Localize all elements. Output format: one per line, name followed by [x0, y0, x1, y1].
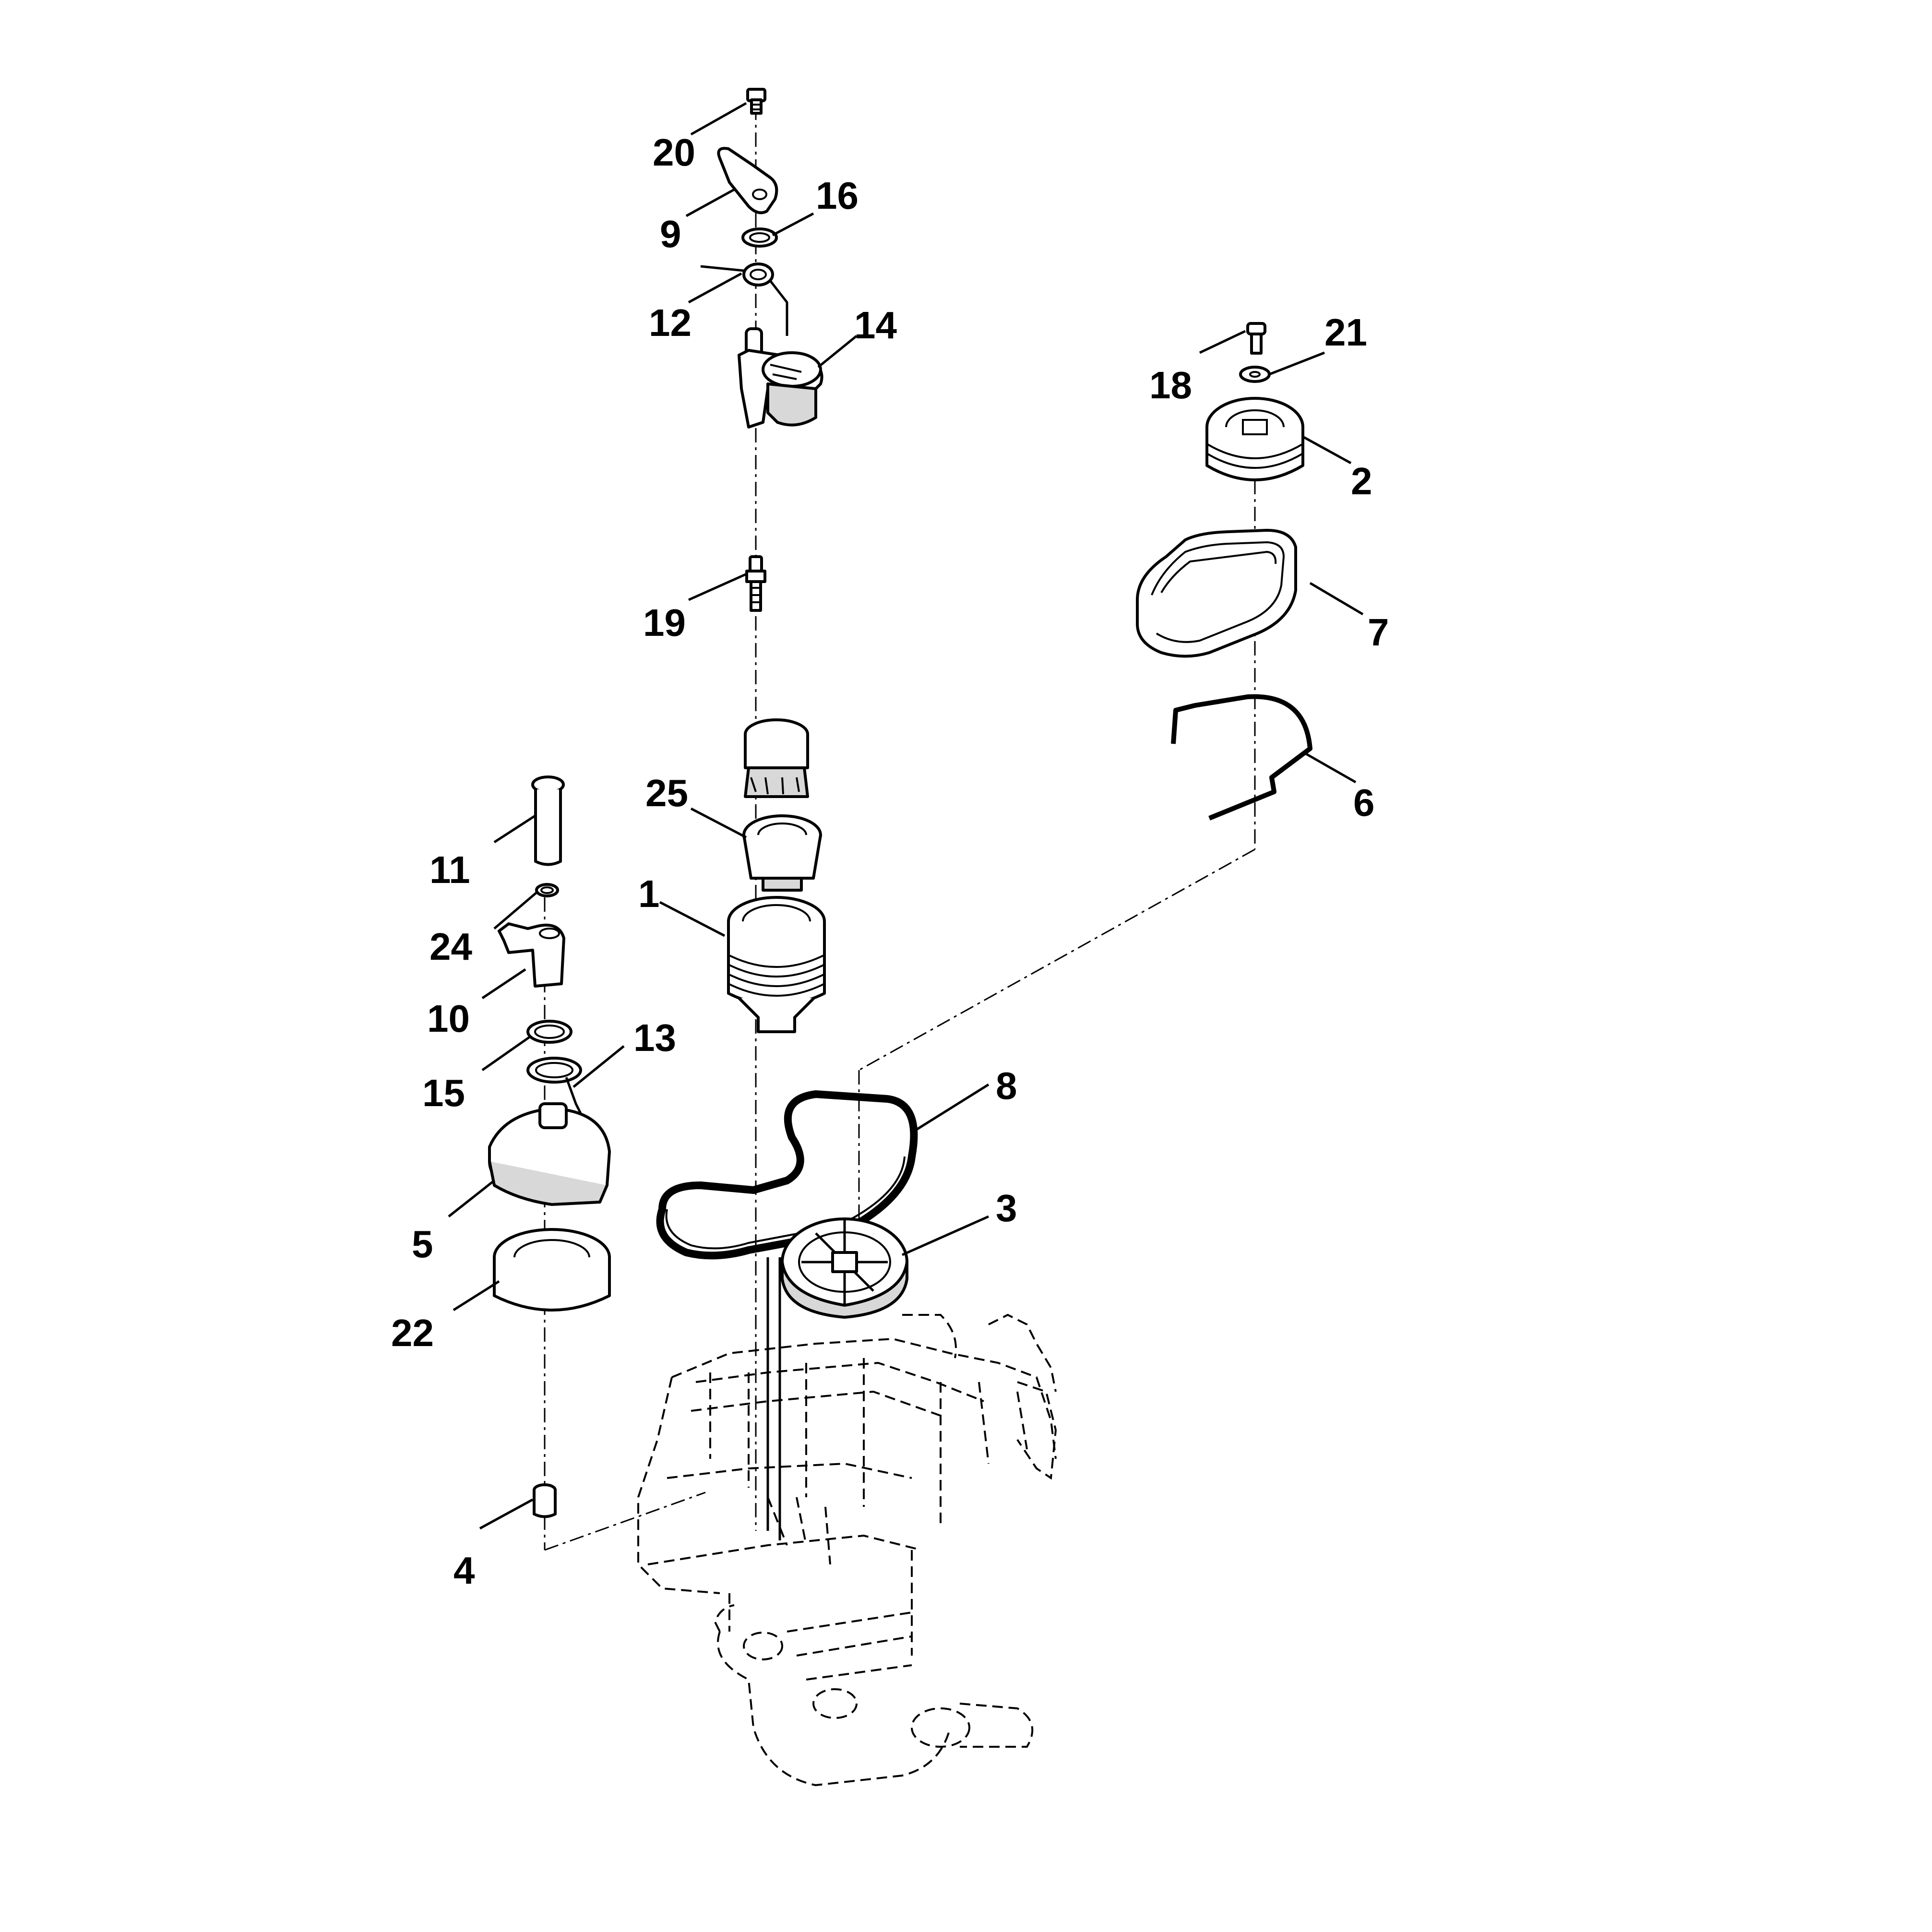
part-3-large-pulley — [781, 1217, 908, 1319]
part-labels: 20 9 16 12 14 19 25 1 18 21 2 7 6 11 24 … — [391, 131, 1389, 1592]
part-16-ring — [741, 227, 778, 248]
part-hub-upper — [744, 718, 809, 798]
label-part-6: 6 — [1353, 781, 1375, 824]
part-9-bracket — [717, 147, 778, 215]
label-part-21: 21 — [1324, 311, 1367, 354]
part-5-cover — [488, 1102, 611, 1206]
label-part-20: 20 — [653, 131, 695, 174]
label-part-5: 5 — [412, 1223, 433, 1265]
part-18-screw — [1246, 322, 1266, 355]
label-part-2: 2 — [1351, 460, 1372, 502]
label-part-12: 12 — [649, 301, 692, 344]
part-20-bolt — [746, 88, 766, 115]
part-11-pin — [531, 775, 565, 866]
part-1-pulley — [727, 896, 826, 1033]
leader-lines — [448, 102, 1364, 1530]
label-part-8: 8 — [996, 1064, 1017, 1107]
label-part-9: 9 — [660, 213, 681, 255]
label-part-15: 15 — [422, 1072, 465, 1114]
label-part-10: 10 — [427, 997, 470, 1040]
label-part-24: 24 — [429, 925, 472, 968]
label-part-4: 4 — [453, 1549, 475, 1592]
label-part-11: 11 — [429, 848, 470, 891]
part-25-coupling — [742, 814, 822, 892]
label-part-22: 22 — [391, 1312, 434, 1354]
label-part-13: 13 — [633, 1016, 676, 1059]
part-19-stud — [745, 555, 766, 612]
part-12-spring — [700, 262, 788, 336]
label-part-1: 1 — [638, 872, 660, 915]
part-21-washer — [1239, 366, 1271, 383]
transmission-housing — [637, 1257, 1057, 1787]
part-8-drive-belt — [656, 1090, 918, 1260]
part-22-seal — [493, 1228, 611, 1312]
label-part-14: 14 — [854, 304, 897, 346]
part-7-v-belt — [1136, 529, 1297, 658]
label-part-18: 18 — [1149, 364, 1192, 406]
label-part-25: 25 — [645, 772, 688, 814]
part-13-spring-ring — [526, 1057, 582, 1114]
part-2-idler-pulley — [1205, 397, 1304, 481]
part-24-o-ring — [535, 883, 559, 897]
label-part-3: 3 — [996, 1187, 1017, 1229]
part-4-bushing — [533, 1483, 557, 1518]
part-6-wire-bracket — [1171, 694, 1312, 821]
label-part-7: 7 — [1368, 611, 1389, 654]
part-14-tensioner-arm — [738, 327, 823, 429]
label-part-16: 16 — [816, 174, 859, 217]
part-15-ring — [526, 1020, 572, 1044]
label-part-19: 19 — [643, 601, 686, 644]
part-10-lever-bracket — [498, 922, 565, 988]
